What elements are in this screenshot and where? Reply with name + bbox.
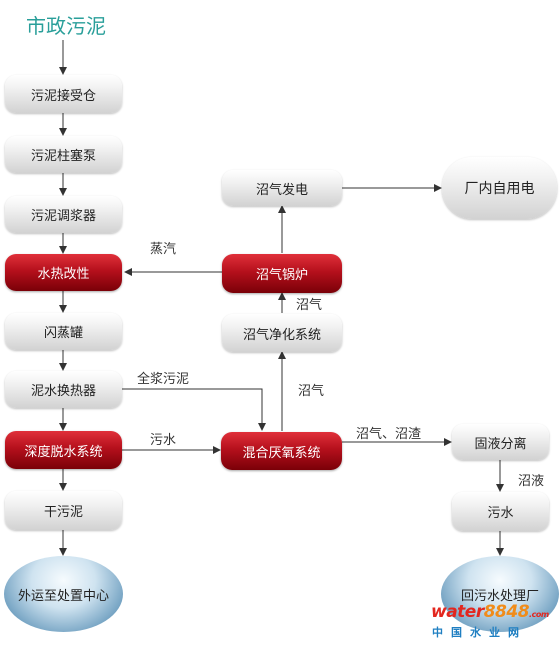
- label-sewage-water: 污水: [150, 433, 177, 448]
- label-digestate: 沼液: [518, 474, 545, 489]
- node-flash-tank: 闪蒸罐: [5, 313, 122, 350]
- node-biogas-purification: 沼气净化系统: [222, 314, 342, 352]
- node-dry-sludge: 干污泥: [5, 491, 122, 530]
- label-steam: 蒸汽: [150, 242, 177, 257]
- node-deep-dewatering: 深度脱水系统: [5, 431, 122, 469]
- node-receiving-bin: 污泥接受仓: [5, 75, 122, 113]
- node-plant-use-power: 厂内自用电: [442, 157, 557, 219]
- arrow-exchanger-to-digestion: [122, 388, 266, 431]
- node-biogas-power: 沼气发电: [222, 170, 342, 206]
- node-offsite-disposal: 外运至处置中心: [4, 556, 123, 632]
- node-solid-liquid-separation: 固液分离: [452, 424, 549, 460]
- watermark-suffix: .com: [529, 610, 549, 619]
- watermark-brand-b: 8848: [483, 602, 530, 622]
- label-biogas-purification: 沼气: [298, 384, 325, 399]
- diagram-title: 市政污泥: [26, 14, 106, 38]
- label-biogas-boiler: 沼气: [296, 298, 323, 313]
- node-plunger-pump: 污泥柱塞泵: [5, 136, 122, 173]
- node-anaerobic-digestion: 混合厌氧系统: [221, 432, 342, 470]
- label-full-slurry: 全浆污泥: [137, 372, 190, 387]
- watermark-subtitle: 中国水业网: [432, 626, 527, 639]
- node-thermal-hydrolysis: 水热改性: [5, 254, 122, 291]
- watermark-logo: water8848.com: [431, 602, 549, 622]
- node-biogas-boiler: 沼气锅炉: [222, 254, 342, 293]
- node-heat-exchanger: 泥水换热器: [5, 371, 122, 408]
- node-slurry-conditioner: 污泥调浆器: [5, 196, 122, 233]
- watermark-brand-a: water: [431, 602, 484, 622]
- label-biogas-residue: 沼气、沼渣: [356, 427, 422, 442]
- node-return-wwtp: 回污水处理厂: [441, 556, 559, 632]
- node-sewage: 污水: [452, 492, 549, 531]
